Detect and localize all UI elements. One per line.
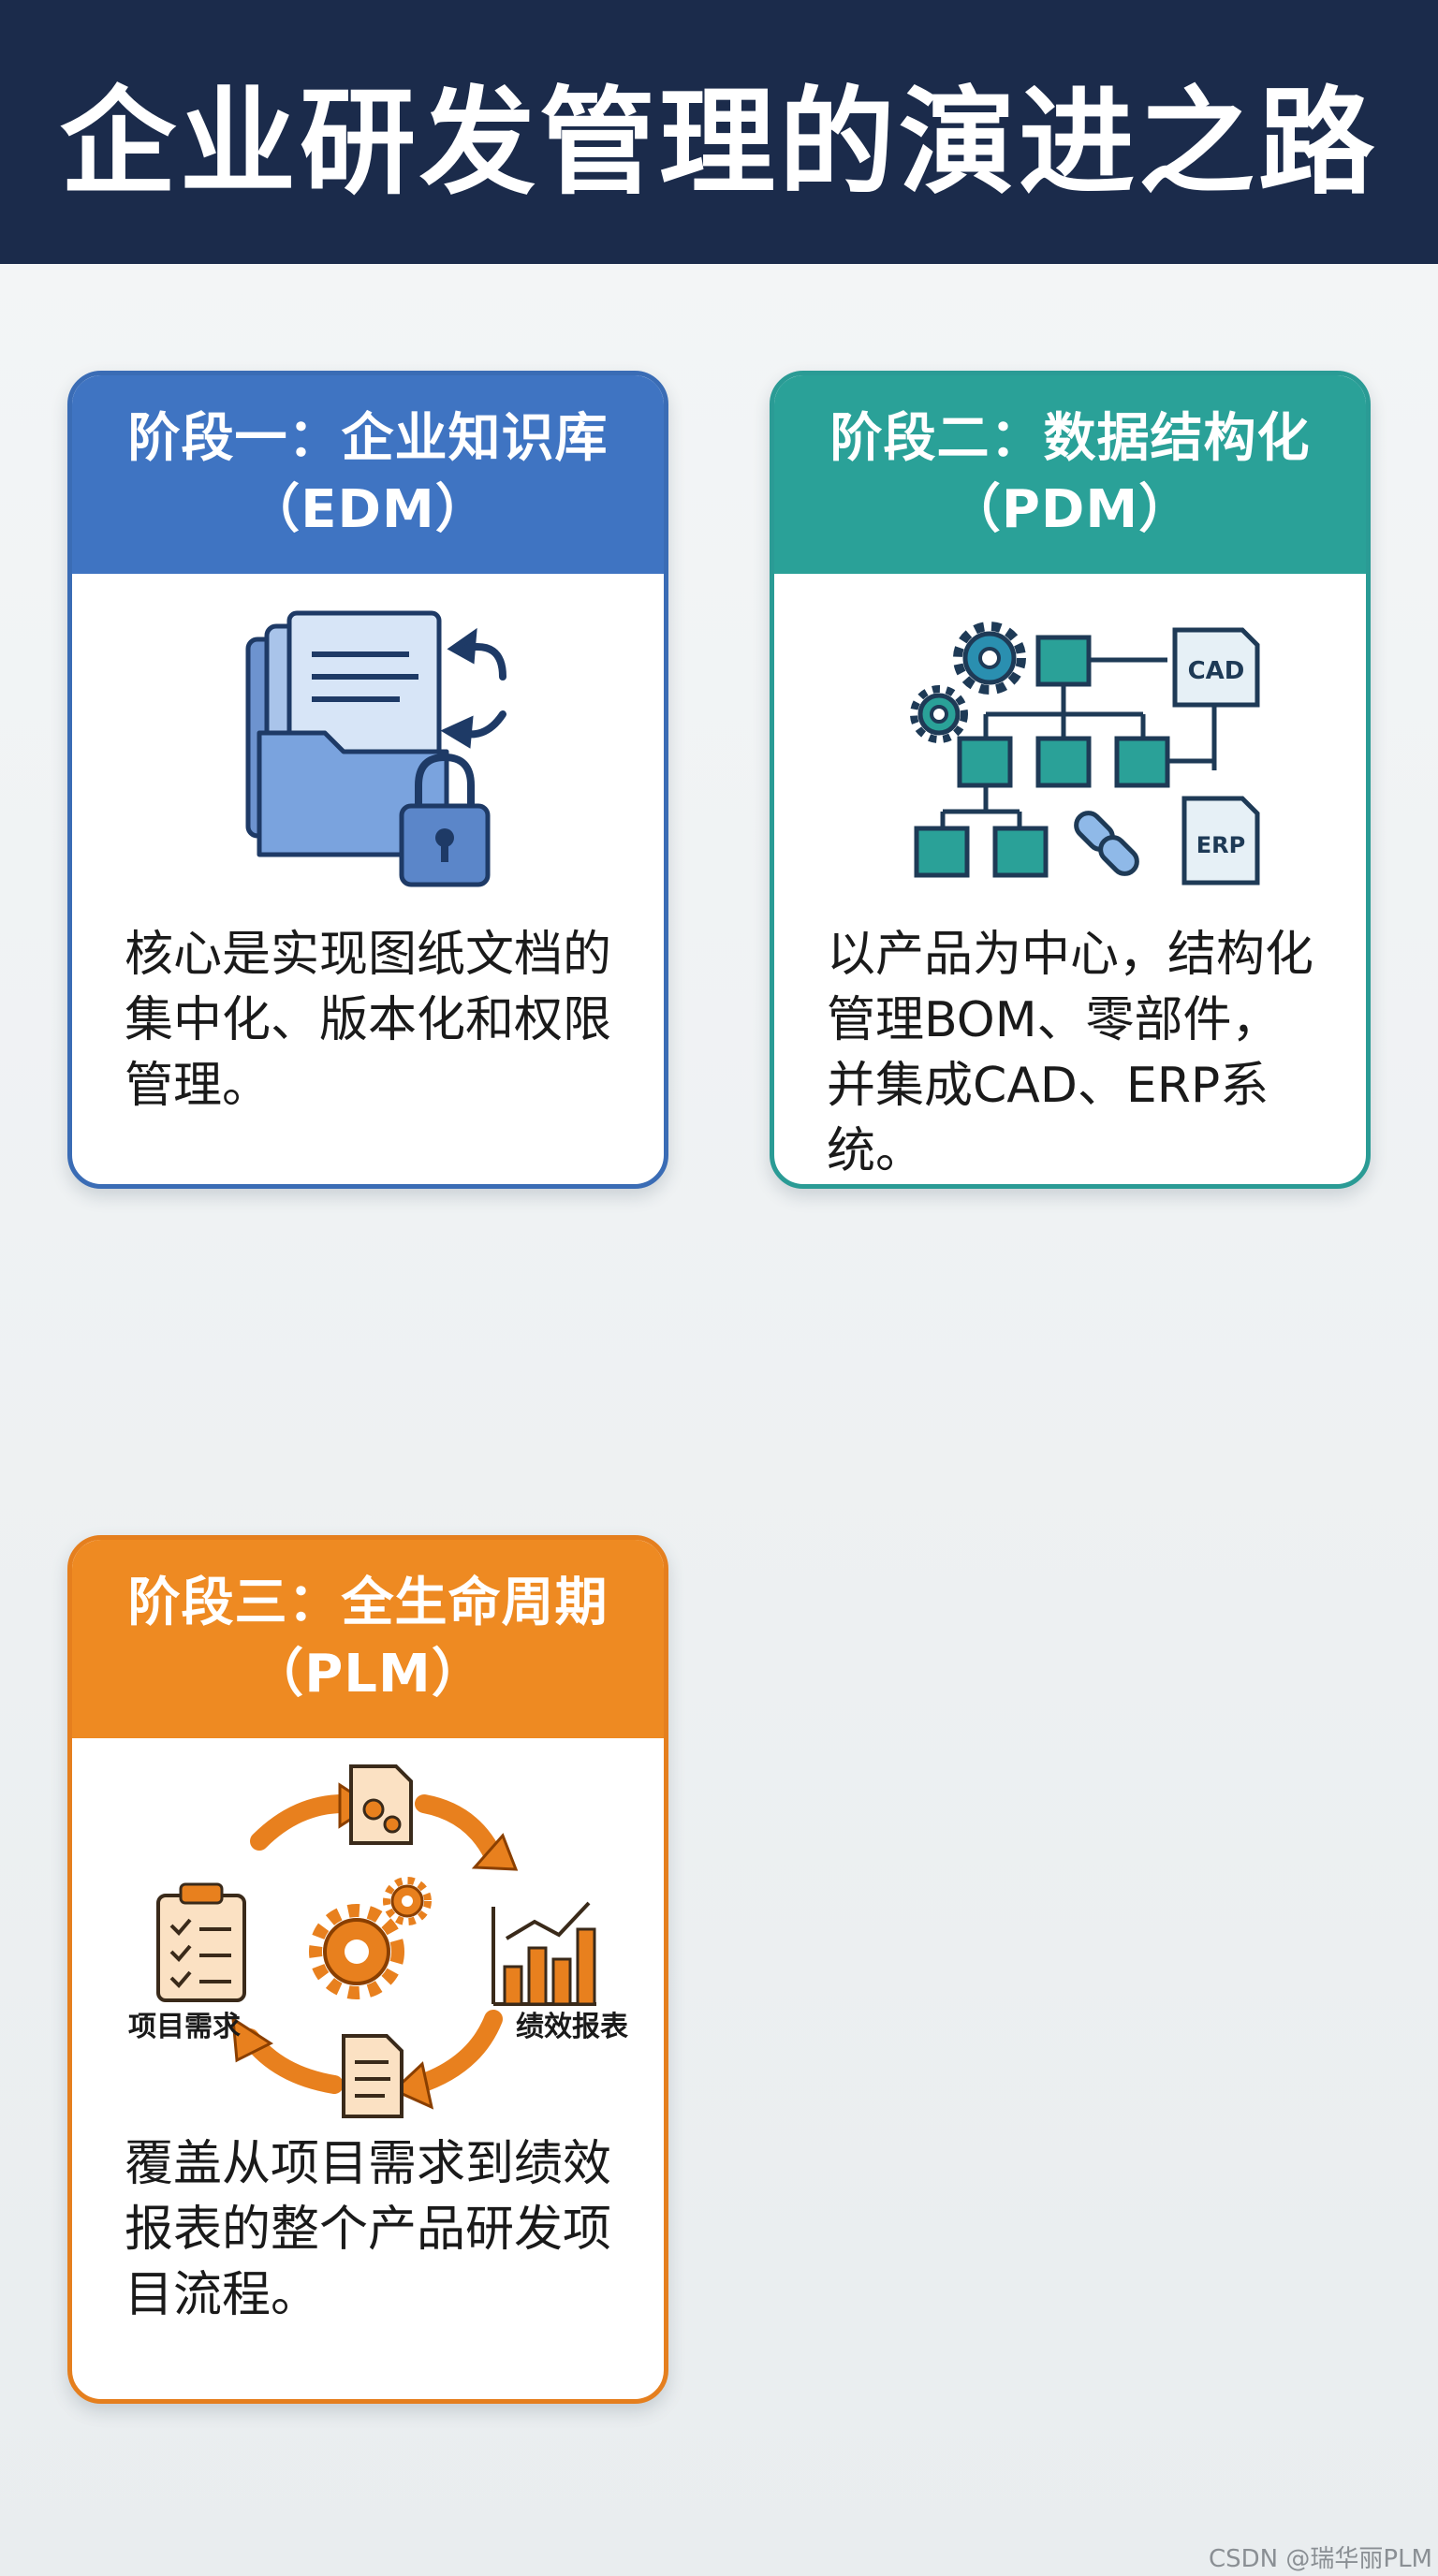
stage-title: 阶段一：企业知识库	[127, 408, 609, 469]
stage-card-plm: 阶段三：全生命周期 （PLM）	[67, 1535, 668, 2404]
padlock-icon	[399, 753, 491, 887]
stage-card-header: 阶段一：企业知识库 （EDM）	[72, 375, 664, 574]
gear-icon	[309, 1877, 432, 1999]
link-chain-icon	[1074, 811, 1139, 876]
cycle-label-reports: 绩效报表	[516, 2011, 628, 2043]
cad-file-icon: CAD	[1172, 627, 1260, 708]
pdm-illustration: CAD ERP	[910, 622, 1260, 886]
gear-icon	[910, 685, 968, 743]
watermark: CSDN @瑞华丽PLM	[1209, 2545, 1432, 2573]
stage-card-header: 阶段三：全生命周期 （PLM）	[72, 1540, 664, 1738]
stage-card-pdm: 阶段二：数据结构化 （PDM）	[770, 371, 1371, 1189]
document-icon	[349, 1764, 413, 1845]
page-title: 企业研发管理的演进之路	[59, 76, 1378, 211]
stage-description: 核心是实现图纸文档的集中化、版本化和权限管理。	[125, 927, 612, 1114]
stage-subtitle: （PDM）	[947, 479, 1193, 540]
plm-illustration: 项目需求 绩效报表	[128, 1764, 628, 2118]
document-icon	[342, 2034, 404, 2118]
page-header: 企业研发管理的演进之路	[0, 0, 1438, 264]
cycle-label-requirements: 项目需求	[128, 2011, 241, 2043]
erp-label: ERP	[1196, 832, 1245, 858]
cad-label: CAD	[1188, 657, 1245, 685]
stage-title: 阶段二：数据结构化	[829, 408, 1311, 469]
gear-icon	[953, 622, 1026, 695]
stage-card-edm: 阶段一：企业知识库 （EDM）	[67, 371, 668, 1189]
stage-card-header: 阶段二：数据结构化 （PDM）	[774, 375, 1366, 574]
stage-description: 以产品为中心，结构化管理BOM、零部件，并集成CAD、ERP系统。	[827, 927, 1314, 1179]
sync-arrows-icon	[440, 627, 506, 749]
clipboard-checklist-icon	[156, 1882, 246, 2002]
stage-description: 覆盖从项目需求到绩效报表的整个产品研发项目流程。	[125, 2136, 612, 2323]
stage-subtitle: （EDM）	[247, 479, 489, 540]
erp-file-icon: ERP	[1181, 796, 1260, 886]
stage-title: 阶段三：全生命周期	[127, 1573, 609, 1633]
edm-illustration	[245, 610, 506, 887]
bar-chart-icon	[492, 1901, 596, 2006]
stage-subtitle: （PLM）	[251, 1644, 485, 1705]
hierarchy-tree-icon	[914, 635, 1217, 878]
